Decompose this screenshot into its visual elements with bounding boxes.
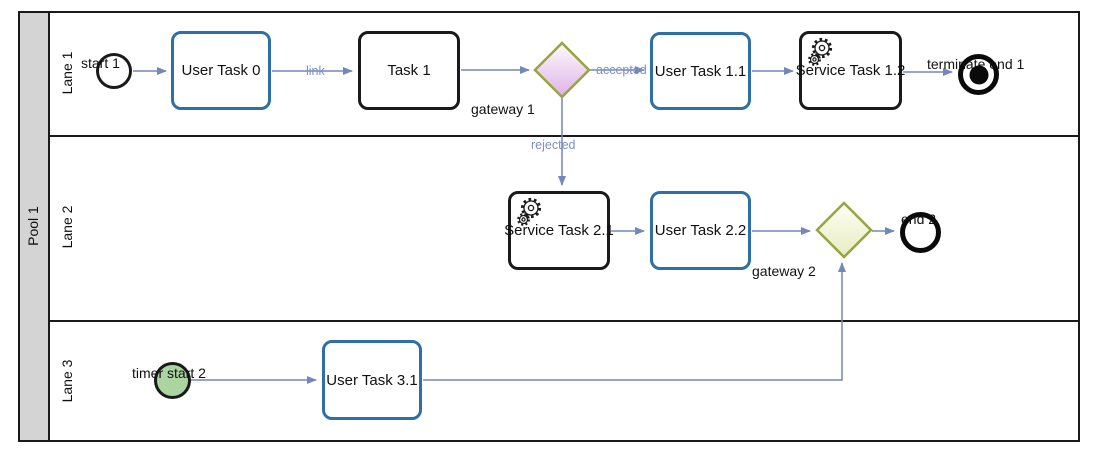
gear-icon xyxy=(517,197,542,226)
task-label: User Task 0 xyxy=(181,62,261,79)
terminate-dot xyxy=(969,65,988,84)
user-task-3-1[interactable]: User Task 3.1 xyxy=(322,340,422,420)
end-event-2[interactable] xyxy=(900,212,941,253)
start-event-1[interactable] xyxy=(96,53,132,89)
task-label: User Task 2.2 xyxy=(654,222,747,239)
service-task-2-1[interactable]: Service Task 2.1 xyxy=(504,191,614,270)
task-label: Service Task 2.1 xyxy=(504,222,614,239)
task-label: Service Task 1.2 xyxy=(795,62,906,79)
gateway-1-label: gateway 1 xyxy=(471,101,535,117)
start-event-1-label: start 1 xyxy=(81,55,120,71)
terminate-end-event-1[interactable] xyxy=(958,54,999,95)
edge-label-rejected: rejected xyxy=(531,138,576,152)
lane-label-3: Lane 3 xyxy=(59,359,75,403)
user-task-1-1[interactable]: User Task 1.1 xyxy=(650,32,751,110)
gear-icon xyxy=(808,37,833,66)
timer-start-event-2[interactable] xyxy=(154,362,191,399)
gateway-2-label: gateway 2 xyxy=(752,263,816,279)
task-label: User Task 3.1 xyxy=(326,371,418,389)
user-task-0[interactable]: User Task 0 xyxy=(171,31,271,110)
user-task-2-2[interactable]: User Task 2.2 xyxy=(650,191,751,270)
lane-label-2: Lane 2 xyxy=(59,205,75,249)
terminate-end-1-label: terminate end 1 xyxy=(927,56,1025,72)
lane-label-1: Lane 1 xyxy=(59,51,75,95)
task-1[interactable]: Task 1 xyxy=(358,31,460,110)
pool-header[interactable] xyxy=(20,13,50,440)
lane-divider-1-2 xyxy=(50,135,1078,137)
edge-label-accepted: accepted xyxy=(596,63,647,77)
timer-start-2-label: timer start 2 xyxy=(132,365,206,381)
end-2-label: end 2 xyxy=(901,211,937,227)
lane-divider-2-3 xyxy=(50,320,1078,322)
task-label: User Task 1.1 xyxy=(654,62,747,80)
service-task-1-2[interactable]: Service Task 1.2 xyxy=(796,31,905,110)
task-label: Task 1 xyxy=(387,62,431,79)
edge-label-link: link xyxy=(306,64,325,78)
pool-label: Pool 1 xyxy=(25,206,41,246)
